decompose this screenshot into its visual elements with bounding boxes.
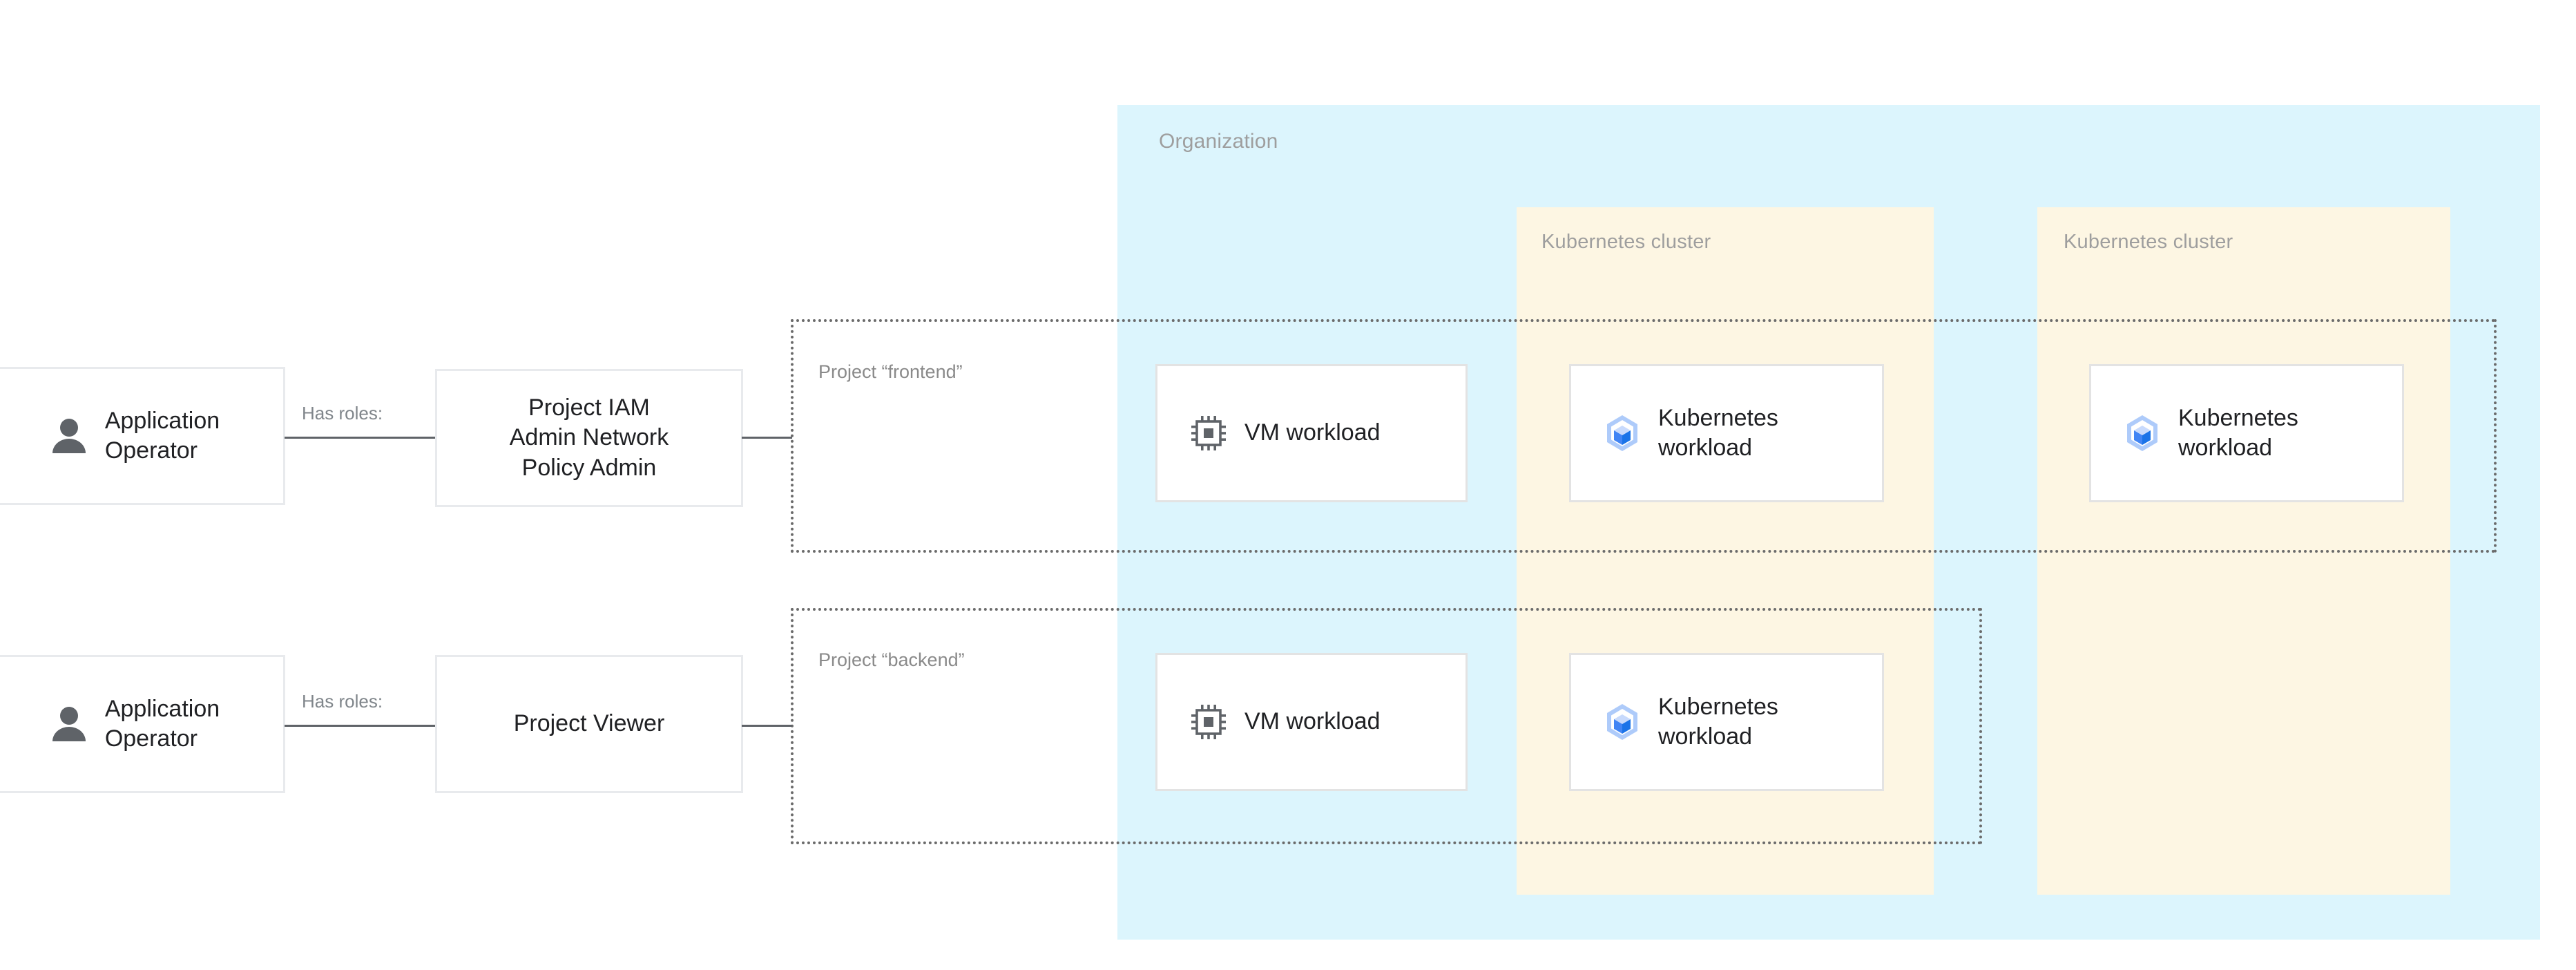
cpu-chip-icon bbox=[1189, 703, 1228, 741]
role-1-line3: Policy Admin bbox=[521, 454, 657, 481]
workload-card-kubernetes-frontend-2: Kubernetes workload bbox=[2089, 364, 2404, 502]
role-label-1: Project IAM Admin Network Policy Admin bbox=[510, 393, 669, 483]
role-card-2: Project Viewer bbox=[435, 655, 743, 793]
role-1-line2: Admin Network bbox=[509, 424, 669, 451]
connector-actor1-to-role1 bbox=[285, 437, 436, 439]
kubernetes-cluster-1-label: Kubernetes cluster bbox=[1541, 231, 1711, 253]
workload-card-vm-backend: VM workload bbox=[1155, 653, 1468, 791]
workload-label-line2: workload bbox=[2178, 435, 2273, 461]
role-label-2: Project Viewer bbox=[513, 710, 665, 737]
workload-card-vm-frontend: VM workload bbox=[1155, 364, 1468, 502]
connector-actor2-to-role2 bbox=[285, 725, 436, 727]
workload-label-line1: Kubernetes bbox=[2178, 404, 2298, 431]
cpu-chip-icon bbox=[1189, 414, 1228, 453]
workload-card-kubernetes-backend: Kubernetes workload bbox=[1569, 653, 1884, 791]
workload-label-vm-frontend: VM workload bbox=[1244, 419, 1381, 446]
workload-label-kubernetes-frontend-1: Kubernetes workload bbox=[1658, 403, 1778, 463]
actor-card-1: Application Operator bbox=[0, 367, 285, 505]
actor-card-2: Application Operator bbox=[0, 655, 285, 793]
person-icon bbox=[51, 417, 87, 455]
project-backend-label: Project “backend” bbox=[818, 649, 965, 670]
has-roles-label-2: Has roles: bbox=[302, 691, 383, 712]
actor-name-1-line1: Application bbox=[104, 408, 220, 435]
project-frontend-boundary bbox=[791, 319, 2497, 553]
actor-name-2-line1: Application bbox=[104, 696, 220, 723]
kubernetes-cube-icon bbox=[2123, 414, 2162, 453]
actor-name-2: Application Operator bbox=[105, 694, 220, 754]
kubernetes-cube-icon bbox=[1603, 703, 1642, 741]
role-card-1: Project IAM Admin Network Policy Admin bbox=[435, 369, 743, 507]
connector-role2-to-project-backend bbox=[742, 725, 792, 727]
organization-label: Organization bbox=[1159, 130, 1278, 153]
actor-name-2-line2: Operator bbox=[104, 725, 198, 752]
kubernetes-cluster-2-label: Kubernetes cluster bbox=[2064, 231, 2233, 253]
project-frontend-label: Project “frontend” bbox=[818, 361, 963, 382]
workload-label-line2: workload bbox=[1658, 723, 1753, 750]
actor-name-1: Application Operator bbox=[105, 406, 220, 466]
role-1-line1: Project IAM bbox=[528, 394, 650, 421]
workload-label-line2: workload bbox=[1658, 435, 1753, 461]
project-backend-boundary bbox=[791, 608, 1982, 844]
workload-label-kubernetes-backend: Kubernetes workload bbox=[1658, 692, 1778, 752]
has-roles-label-1: Has roles: bbox=[302, 403, 383, 424]
actor-name-1-line2: Operator bbox=[104, 437, 198, 464]
kubernetes-cube-icon bbox=[1603, 414, 1642, 453]
workload-label-line1: Kubernetes bbox=[1658, 693, 1778, 720]
workload-label-kubernetes-frontend-2: Kubernetes workload bbox=[2178, 403, 2298, 463]
workload-label-line1: Kubernetes bbox=[1658, 404, 1778, 431]
person-icon bbox=[51, 705, 87, 743]
workload-label-vm-backend: VM workload bbox=[1244, 708, 1381, 735]
workload-card-kubernetes-frontend-1: Kubernetes workload bbox=[1569, 364, 1884, 502]
connector-role1-to-project-frontend bbox=[742, 437, 792, 439]
